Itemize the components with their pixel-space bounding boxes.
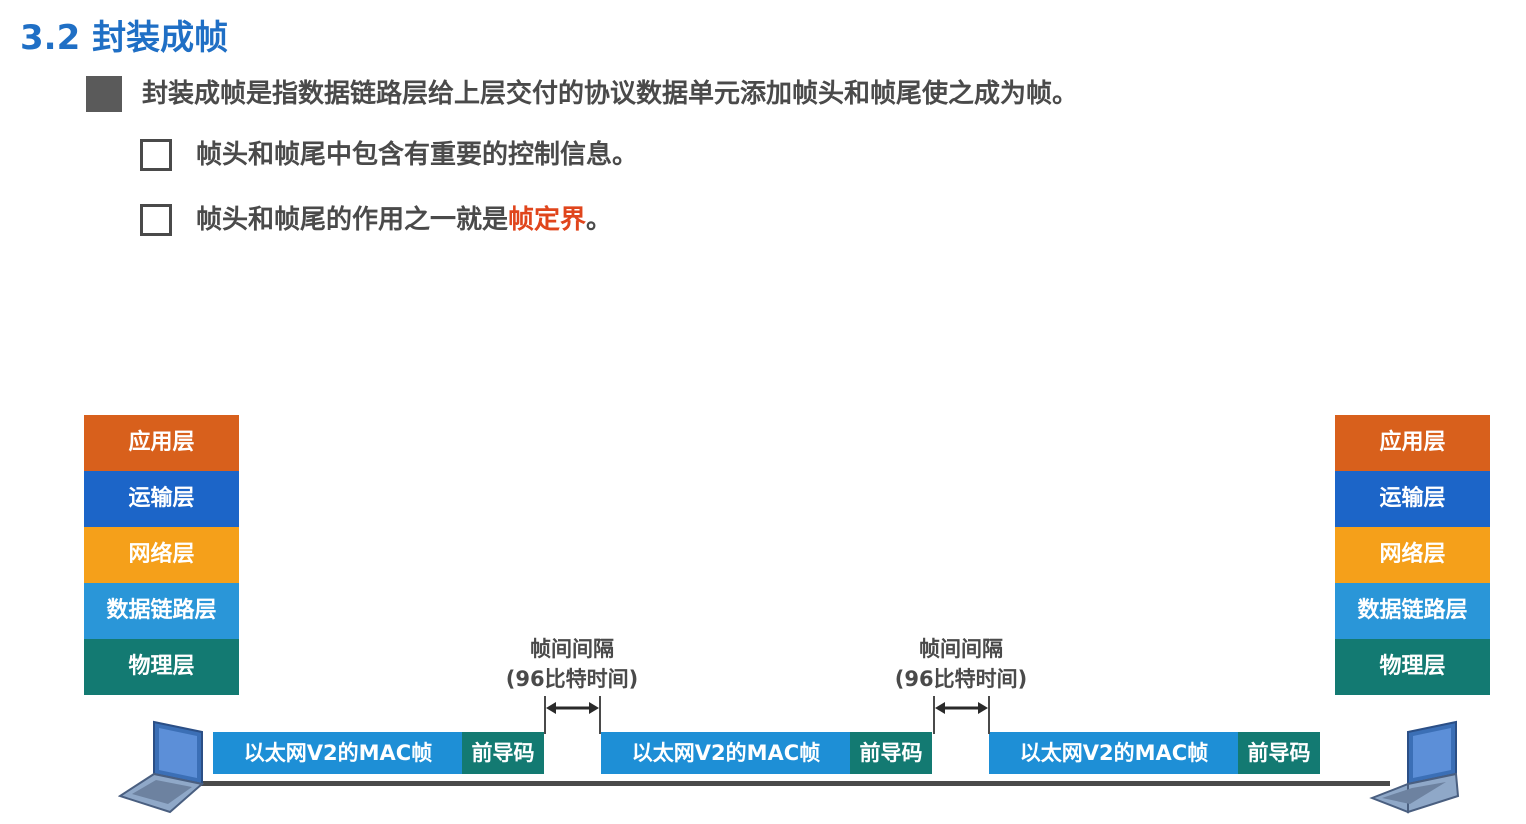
double-arrow-icon xyxy=(935,702,988,714)
gap-subtitle: (96比特时间) xyxy=(505,667,639,691)
double-arrow-icon xyxy=(546,702,599,714)
gap-subtitle: (96比特时间) xyxy=(894,667,1028,691)
gap-boundary-line xyxy=(599,696,601,734)
sub-point-2: 帧头和帧尾的作用之一就是帧定界。 xyxy=(196,203,612,237)
layer-stack-right: 应用层 运输层 网络层 数据链路层 物理层 xyxy=(1335,415,1490,695)
preamble: 前导码 xyxy=(462,732,544,774)
data-link-layer: 数据链路层 xyxy=(84,583,239,639)
frame-delimit-highlight: 帧定界 xyxy=(508,205,587,235)
mac-frame: 以太网V2的MAC帧 xyxy=(213,732,463,774)
layer-stack-left: 应用层 运输层 网络层 数据链路层 物理层 xyxy=(84,415,239,695)
transport-layer: 运输层 xyxy=(84,471,239,527)
physical-layer: 物理层 xyxy=(1335,639,1490,695)
bullet-square-filled xyxy=(86,76,122,112)
transport-layer: 运输层 xyxy=(1335,471,1490,527)
preamble: 前导码 xyxy=(1238,732,1320,774)
slide-title: 3.2 封装成帧 xyxy=(20,18,229,58)
bullet-square-outline xyxy=(140,204,172,236)
gap-boundary-line xyxy=(988,696,990,734)
sub-point-1: 帧头和帧尾中包含有重要的控制信息。 xyxy=(196,140,639,170)
physical-layer: 物理层 xyxy=(84,639,239,695)
network-layer: 网络层 xyxy=(1335,527,1490,583)
application-layer: 应用层 xyxy=(1335,415,1490,471)
data-link-layer: 数据链路层 xyxy=(1335,583,1490,639)
laptop-icon xyxy=(118,720,205,814)
inter-frame-gap-label: 帧间间隔 (96比特时间) xyxy=(482,634,662,694)
gap-title: 帧间间隔 xyxy=(530,637,614,661)
sub-point-2-before: 帧头和帧尾的作用之一就是 xyxy=(196,205,509,235)
mac-frame: 以太网V2的MAC帧 xyxy=(601,732,851,774)
laptop-icon xyxy=(1369,720,1460,814)
inter-frame-gap-label: 帧间间隔 (96比特时间) xyxy=(871,634,1051,694)
gap-title: 帧间间隔 xyxy=(919,637,1003,661)
sub-point-2-after: 。 xyxy=(586,205,613,235)
mac-frame: 以太网V2的MAC帧 xyxy=(989,732,1239,774)
network-layer: 网络层 xyxy=(84,527,239,583)
application-layer: 应用层 xyxy=(84,415,239,471)
main-point-text: 封装成帧是指数据链路层给上层交付的协议数据单元添加帧头和帧尾使之成为帧。 xyxy=(142,79,1079,109)
gap-boundary-line xyxy=(933,696,935,734)
transmission-line xyxy=(190,781,1390,786)
preamble: 前导码 xyxy=(850,732,932,774)
gap-boundary-line xyxy=(544,696,546,734)
bullet-square-outline xyxy=(140,139,172,171)
